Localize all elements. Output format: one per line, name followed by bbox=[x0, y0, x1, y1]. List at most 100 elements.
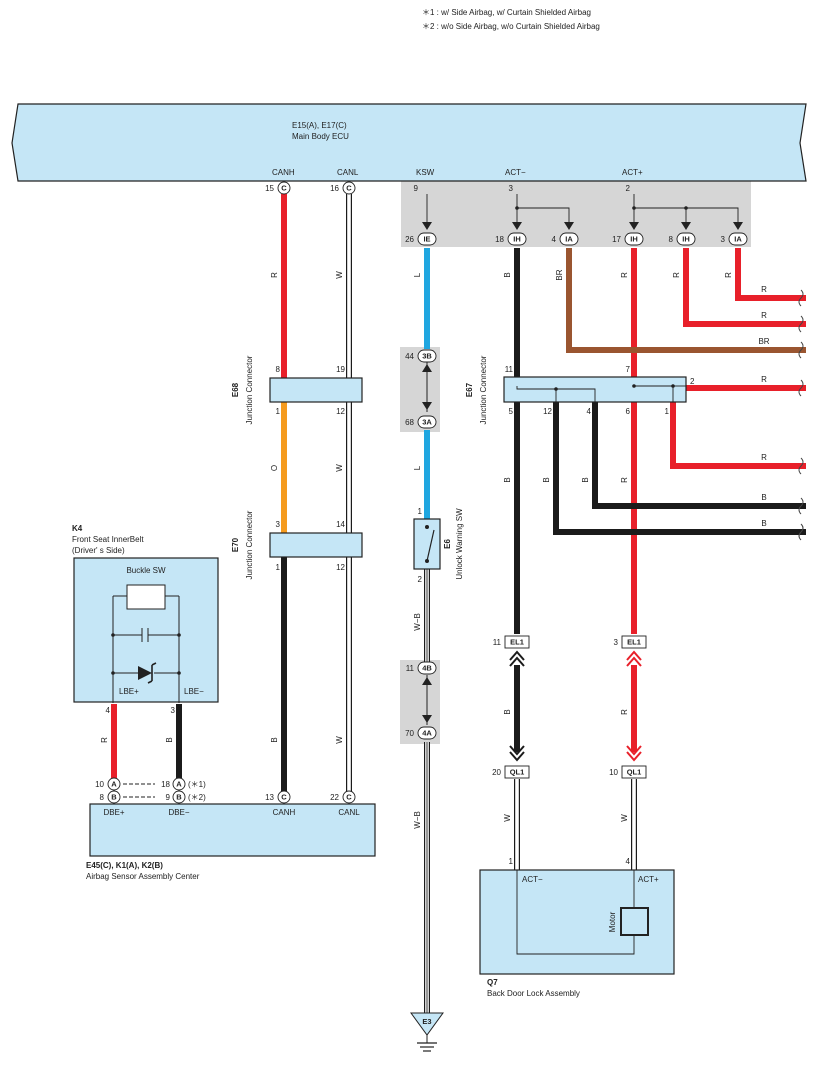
svg-text:R: R bbox=[620, 477, 629, 483]
svg-text:E3: E3 bbox=[422, 1017, 431, 1026]
svg-text:EL1: EL1 bbox=[627, 638, 641, 647]
svg-text:R: R bbox=[724, 272, 733, 278]
ecu-pin-circles: C C bbox=[277, 181, 356, 195]
svg-text:2: 2 bbox=[690, 377, 695, 386]
svg-text:11: 11 bbox=[493, 638, 502, 647]
svg-text:E68: E68 bbox=[231, 382, 240, 397]
e67-labels: E67 Junction Connector 11 7 2 5 12 4 6 1 bbox=[465, 355, 695, 424]
svg-text:Motor: Motor bbox=[608, 911, 617, 932]
svg-text:W: W bbox=[335, 271, 344, 279]
wire-brown bbox=[566, 248, 806, 353]
svg-text:10: 10 bbox=[95, 780, 104, 789]
svg-text:2: 2 bbox=[418, 575, 423, 584]
svg-text:W−B: W−B bbox=[413, 613, 422, 631]
svg-text:10: 10 bbox=[609, 768, 618, 777]
el1-connectors: EL1 EL1 11 3 bbox=[493, 635, 647, 762]
svg-text:L: L bbox=[413, 465, 422, 470]
q7-labels: ACT− ACT+ Motor 1 4 Q7 Back Door Lock As… bbox=[487, 857, 659, 998]
svg-text:4: 4 bbox=[626, 857, 631, 866]
svg-text:B: B bbox=[761, 519, 766, 528]
svg-text:L: L bbox=[413, 272, 422, 277]
svg-text:Airbag Sensor Assembly Center: Airbag Sensor Assembly Center bbox=[86, 872, 200, 881]
e68-labels: E68 Junction Connector 8 19 1 12 bbox=[231, 355, 346, 424]
svg-text:Back Door Lock Assembly: Back Door Lock Assembly bbox=[487, 989, 580, 998]
svg-text:C: C bbox=[281, 184, 287, 193]
svg-text:B: B bbox=[581, 477, 590, 482]
jb4-connectors: 4B 4A 11 70 bbox=[405, 661, 437, 740]
svg-text:3: 3 bbox=[614, 638, 619, 647]
ecu-num-9: 9 bbox=[414, 184, 419, 193]
svg-text:7: 7 bbox=[626, 365, 631, 374]
svg-text:14: 14 bbox=[336, 520, 345, 529]
svg-text:3A: 3A bbox=[422, 418, 432, 427]
svg-text:8: 8 bbox=[276, 365, 281, 374]
svg-text:BR: BR bbox=[758, 337, 769, 346]
ecu-num-2: 2 bbox=[626, 184, 631, 193]
svg-text:E45(C), K1(A), K2(B): E45(C), K1(A), K2(B) bbox=[86, 861, 163, 870]
svg-text:Q7: Q7 bbox=[487, 978, 498, 987]
wire-continuation-marks bbox=[798, 289, 804, 541]
svg-text:12: 12 bbox=[543, 407, 552, 416]
svg-text:B: B bbox=[270, 737, 279, 742]
jc-connectors: IE IH IA IH IH IA bbox=[417, 232, 748, 246]
k4-internal-circuit bbox=[112, 584, 180, 703]
svg-text:W: W bbox=[503, 814, 512, 822]
k4-labels: K4 Front Seat InnerBelt (Driver' s Side) bbox=[72, 524, 144, 555]
svg-text:IH: IH bbox=[630, 235, 638, 244]
wire-red-branch-ih8 bbox=[683, 248, 806, 327]
wire-red-e67-1 bbox=[670, 402, 806, 469]
svg-text:CANH: CANH bbox=[273, 808, 296, 817]
airbag-pins: A B A B C C bbox=[107, 777, 356, 804]
svg-text:E67: E67 bbox=[465, 382, 474, 397]
e70-labels: E70 Junction Connector 3 14 1 12 bbox=[231, 510, 346, 579]
svg-text:(＊1): (＊1) bbox=[188, 780, 206, 789]
svg-text:4B: 4B bbox=[422, 664, 432, 673]
svg-text:B: B bbox=[176, 793, 182, 802]
e70-junction-connector bbox=[269, 532, 363, 558]
svg-text:12: 12 bbox=[336, 563, 345, 572]
note-2: ＊2 : w/o Side Airbag, w/o Curtain Shield… bbox=[422, 22, 600, 31]
svg-text:R: R bbox=[100, 737, 109, 743]
k4-buckle-box bbox=[73, 557, 219, 703]
svg-text:1: 1 bbox=[665, 407, 670, 416]
ecu-name: Main Body ECU bbox=[292, 132, 349, 141]
svg-text:13: 13 bbox=[265, 793, 274, 802]
svg-text:Unlock Warning SW: Unlock Warning SW bbox=[455, 508, 464, 580]
svg-text:ACT+: ACT+ bbox=[638, 875, 659, 884]
svg-text:B: B bbox=[761, 493, 766, 502]
svg-text:IE: IE bbox=[423, 235, 430, 244]
jb3-connectors: 3B 3A 44 68 bbox=[405, 349, 437, 429]
svg-text:B: B bbox=[503, 709, 512, 714]
svg-text:44: 44 bbox=[405, 352, 414, 361]
svg-text:22: 22 bbox=[330, 793, 339, 802]
svg-text:R: R bbox=[672, 272, 681, 278]
svg-text:QL1: QL1 bbox=[510, 768, 525, 777]
svg-text:12: 12 bbox=[336, 407, 345, 416]
wire-labels: R W L B BR R R R O W L B B B R W−B B W B… bbox=[100, 269, 733, 829]
svg-text:Front Seat InnerBelt: Front Seat InnerBelt bbox=[72, 535, 144, 544]
svg-text:(Driver' s Side): (Driver' s Side) bbox=[72, 546, 125, 555]
svg-text:R: R bbox=[761, 375, 767, 384]
wire-black-e67-4 bbox=[592, 402, 806, 509]
ecu-num-3: 3 bbox=[509, 184, 514, 193]
svg-text:3: 3 bbox=[276, 520, 281, 529]
svg-text:11: 11 bbox=[406, 664, 415, 673]
k4-circuit-marks bbox=[111, 633, 181, 684]
ql1-connectors: QL1 QL1 20 10 bbox=[492, 765, 647, 779]
wire-red-branch-ia3 bbox=[735, 248, 806, 301]
svg-text:IH: IH bbox=[682, 235, 690, 244]
svg-text:R: R bbox=[761, 453, 767, 462]
svg-text:W: W bbox=[335, 464, 344, 472]
svg-text:11: 11 bbox=[505, 365, 514, 374]
k4-lbe-plus: LBE+ bbox=[119, 687, 139, 696]
jc-num-4: 4 bbox=[552, 235, 557, 244]
svg-text:20: 20 bbox=[492, 768, 501, 777]
svg-text:B: B bbox=[542, 477, 551, 482]
jc-num-26: 26 bbox=[405, 235, 414, 244]
airbag-labels: 10 8 18 9 (＊1) (＊2) 13 22 DBE+ DBE− CANH… bbox=[86, 780, 360, 881]
svg-text:8: 8 bbox=[100, 793, 105, 802]
svg-text:19: 19 bbox=[336, 365, 345, 374]
svg-text:Junction Connector: Junction Connector bbox=[245, 510, 254, 579]
svg-text:68: 68 bbox=[405, 418, 414, 427]
